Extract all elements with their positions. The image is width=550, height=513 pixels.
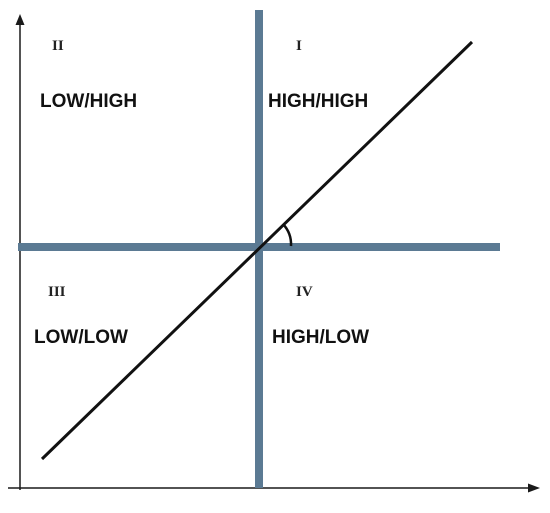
- quadrant-4-label: HIGH/LOW: [272, 327, 369, 348]
- diagonal-line: [40, 40, 474, 461]
- quadrant-2-numeral: II: [52, 38, 64, 54]
- quadrant-4-numeral: IV: [296, 284, 313, 300]
- horizontal-axis: [8, 483, 540, 493]
- quadrant-1-numeral: I: [296, 38, 302, 54]
- vertical-axis-arrowhead: [15, 14, 25, 25]
- horizontal-axis-arrowhead: [528, 483, 540, 493]
- quadrant-2-label: LOW/HIGH: [40, 91, 137, 112]
- quadrant-3-label: LOW/LOW: [34, 327, 128, 348]
- vertical-axis: [15, 14, 25, 490]
- angle-arc: [282, 223, 293, 247]
- quadrant-1-label: HIGH/HIGH: [268, 91, 368, 112]
- quadrant-3-numeral: III: [48, 284, 66, 300]
